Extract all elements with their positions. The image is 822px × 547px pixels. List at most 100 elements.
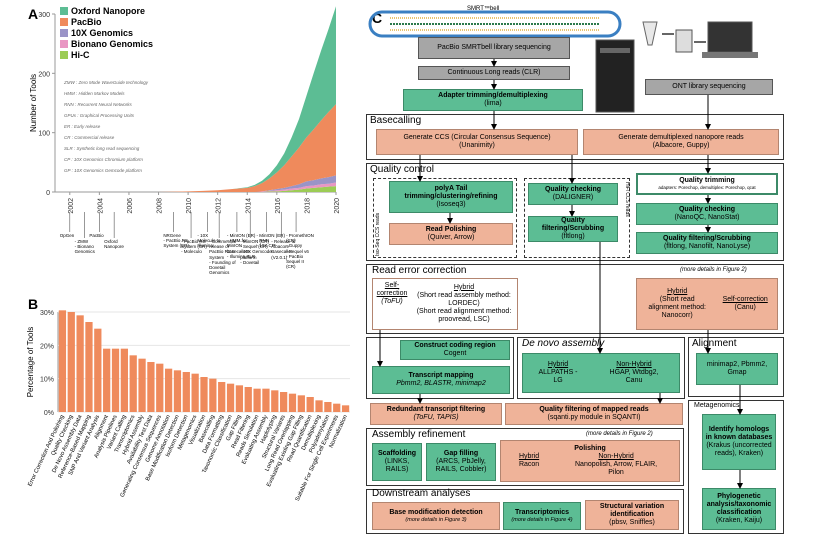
b-bar [271,390,278,412]
a-xtick-label: 2016 [275,198,282,214]
self-correction-label: Self-correction(ToFU) [374,281,410,307]
a-xtick-label: 2002 [68,198,75,214]
a-xtick-label: 2012 [216,198,223,214]
read-polishing-box: Read Polishing(Quiver, Arrow) [389,223,513,245]
b-y-axis-label: Percentage of Tools [26,327,35,398]
glossary-rnn: RNN : Recurrent Neural Networks [64,102,132,107]
glossary-cp: CP : 10X Genomics Chromium platform [64,157,143,162]
quality-control-title: Quality control [370,164,434,175]
panel-c-letter: C [372,10,382,26]
read-error-correction-title: Read error correction [372,265,466,276]
polishing-box: Polishing HybridRacon Non-HybridNanopoli… [500,440,680,482]
b-bar [112,349,119,412]
gap-filling-box: Gap filling(ARCS, PbJelly, RAILS, Cobble… [426,443,496,481]
b-bar [307,397,314,412]
ccs-box: Generate CCS (Circular Consensus Sequenc… [376,129,578,155]
a-xtick-label: 2008 [157,198,164,214]
legend-swatch-pacbio [60,18,68,26]
a-xtick-label: 2020 [334,198,341,214]
b-bar [315,400,322,412]
a-event-label: Oxford Nanopore [104,239,124,249]
b-ytick-label: 20% [40,343,54,350]
clr-box: Continuous Long reads (CLR) [418,66,570,80]
b-bar [174,370,181,412]
legend-swatch-10x [60,29,68,37]
hifi-quality-filtering-box: Quality filtering/Scrubbing(fltlong) [528,216,618,242]
smrtbell-label: SMRT™bell [467,6,499,12]
quality-filtering-mapped-box: Quality filtering of mapped reads(sqanti… [505,403,683,425]
a-event-label: - ZMW - Bionano Genomics [75,239,95,255]
metagenomics-title: Metagenomics [694,402,740,409]
a-ytick-label: 200 [38,71,50,78]
b-bar [121,349,128,412]
a-xtick-label: 2014 [245,198,252,214]
b-ytick-label: 30% [40,310,54,317]
glossary-hmm: HMM : Hidden Markov Models [64,91,125,96]
panel-b-letter: B [28,296,38,312]
b-bar [138,359,145,412]
rec-figure-note: (more details in Figure 2) [680,267,747,273]
a-event-label: OpGen [60,233,75,238]
ont-quality-filtering-box: Quality filtering/Scrubbing(fltlong, Nan… [636,232,778,254]
b-bar [183,372,190,412]
b-bar [227,384,234,412]
legend-10x-genomics: 10X Genomics [60,28,133,38]
b-ytick-label: 10% [40,377,54,384]
a-xtick-label: 2018 [304,198,311,214]
a-y-axis-label: Number of Tools [29,74,38,132]
b-bar [236,385,243,412]
legend-oxford-nanopore: Oxford Nanopore [60,6,145,16]
pacbio-library-box: PacBio SMRTbell library sequencing [418,37,570,59]
b-bar [192,374,199,412]
b-bar [103,349,110,412]
a-event-label: PacBio [89,233,103,238]
glossary-gpus: GPUs : Graphical Processing Units [64,113,134,118]
transcriptomics-box: Transcriptomics(more details in Figure 4… [503,502,581,530]
alignment-box: minimap2, Pbmm2, Gmap [696,353,778,385]
isoseq-ccs-label: Iso-Seq CCS reads [375,180,384,256]
ont-library-box: ONT library sequencing [645,79,773,95]
base-modification-box: Base modification detection(more details… [372,502,500,530]
b-bar [262,389,269,412]
redundant-transcript-filtering-box: Redundant transcript filtering(ToFU, TAP… [370,403,502,425]
b-bar [147,362,154,412]
b-bar [59,310,66,412]
b-bar [68,312,75,412]
a-xtick-label: 2006 [127,198,134,214]
b-bar [253,389,260,412]
hybrid-correction-label: Hybrid(Short read assembly method: LORDE… [412,280,516,328]
legend-swatch-bionano [60,40,68,48]
b-bar [156,364,163,412]
legend-swatch-oxford [60,7,68,15]
legend-swatch-hic [60,51,68,59]
b-bar [324,402,331,412]
b-bar [333,404,340,412]
b-bar [85,322,92,412]
b-bar [298,395,305,412]
legend-hic: Hi-C [60,50,90,60]
b-bar [76,315,83,412]
b-ytick-label: 0% [44,410,54,417]
legend-pacbio: PacBio [60,17,102,27]
scaffolding-box: Scaffolding(LINKS, RAILS) [372,443,422,481]
a-ytick-label: 0 [46,190,50,197]
b-bar [165,369,172,412]
glossary-cr: CR : Commercial release [64,135,114,140]
b-bar [209,379,216,412]
assembly-refinement-title: Assembly refinement [372,429,465,440]
hifi-ccs-label: HiFi CCS reads [621,182,630,242]
basecalling-title: Basecalling [370,115,421,126]
b-bar [94,329,101,412]
b-bar [342,405,349,412]
legend-bionano: Bionano Genomics [60,39,153,49]
b-bar [130,355,137,412]
glossary-zmw: ZMW : Zero Mode WaveGuide technology [64,80,148,85]
structural-variation-box: Structural variation identification(pbsv… [585,500,679,530]
ont-quality-checking-box: Quality checking(NanoQC, NanoStat) [636,203,778,225]
refinement-figure-note: (more details in Figure 2) [586,431,653,437]
adapter-trimming-box: Adapter trimming/demultiplexing(lima) [403,89,583,111]
ont-correction-box: Hybrid(Short read alignment method: Nano… [636,278,778,330]
